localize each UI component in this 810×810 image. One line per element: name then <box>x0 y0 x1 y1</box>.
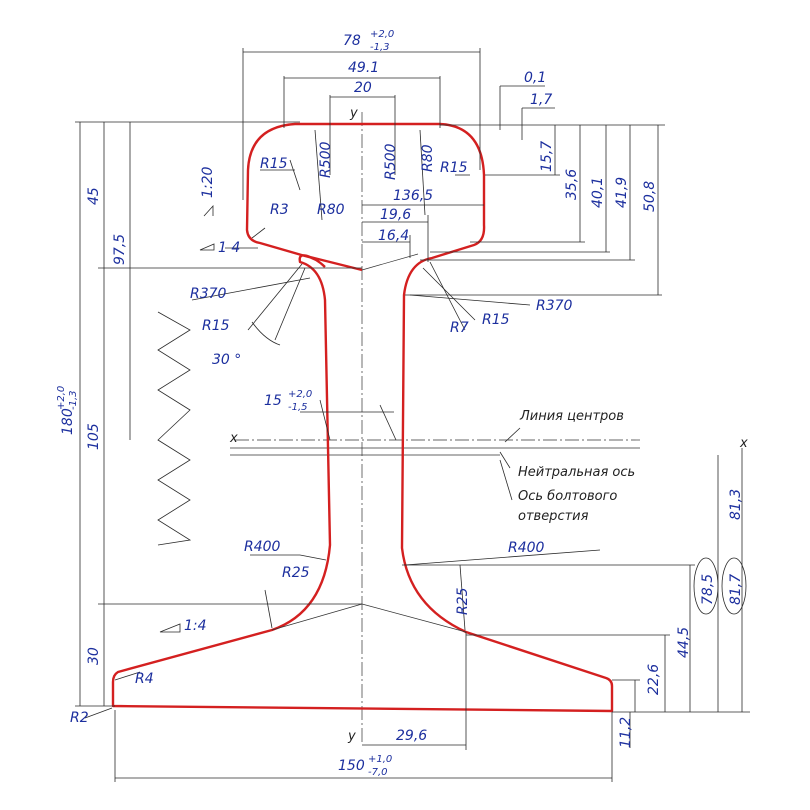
dim-105: 105 <box>86 423 102 450</box>
slope-1-20: 1:20 <box>200 166 216 198</box>
dim-180: 180 <box>60 408 76 435</box>
dim-78-plus: +2,0 <box>370 29 394 40</box>
rail-profile <box>111 122 614 713</box>
head-bottom-right <box>361 253 419 271</box>
dim-40-1: 40,1 <box>590 177 606 208</box>
axis-y-bottom: y <box>347 729 356 744</box>
dim-29-6: 29,6 <box>396 728 427 744</box>
dim-49-1: 49.1 <box>348 60 379 76</box>
axis-y-top: y <box>349 106 358 121</box>
radius-r370-a: R370 <box>190 286 227 302</box>
axis-x-left: x <box>229 431 238 446</box>
foot-top-lines <box>271 603 467 633</box>
radius-r500-b: R500 <box>383 143 399 180</box>
dimension-labels: 78 +2,0 -1,3 49.1 20 0,1 1,7 15,7 35,6 4… <box>56 29 744 778</box>
dim-web-15: 15 <box>264 393 282 409</box>
dim-180-plus: +2,0 <box>56 386 67 410</box>
dim-16-4: 16,4 <box>378 228 409 244</box>
dim-150-minus: -7,0 <box>368 767 388 778</box>
radius-labels: R15 R500 R500 R80 R80 R15 R3 R370 R15 R3… <box>70 141 573 726</box>
dim-1-7: 1,7 <box>530 92 552 108</box>
dim-136-5: 136,5 <box>393 188 433 204</box>
dim-30: 30 <box>86 647 102 665</box>
dim-web-plus: +2,0 <box>288 389 312 400</box>
radius-r400-b: R400 <box>508 540 545 556</box>
angle-30: 30 ° <box>212 352 241 368</box>
dim-19-6: 19,6 <box>380 207 411 223</box>
radius-r15-a: R15 <box>260 156 288 172</box>
axis-labels: x x y y <box>229 106 748 744</box>
legend-bolt-1: Ось болтового <box>518 489 617 504</box>
dim-0-1: 0,1 <box>524 70 546 86</box>
axis-x-right: x <box>739 436 748 451</box>
legend-centers: Линия центров <box>519 409 624 424</box>
dim-97-5: 97,5 <box>112 234 128 265</box>
radius-r80-b: R80 <box>420 144 436 172</box>
axis-legend: Линия центров Нейтральная ось Ось болтов… <box>518 409 635 524</box>
dim-45: 45 <box>86 187 102 205</box>
dim-22-6: 22,6 <box>646 664 662 695</box>
radius-r4: R4 <box>135 671 154 687</box>
radius-r80-a: R80 <box>317 202 345 218</box>
dim-81-3: 81,3 <box>728 489 744 520</box>
dim-150: 150 <box>338 758 365 774</box>
dim-web-minus: -1,5 <box>288 402 308 413</box>
radius-r3: R3 <box>270 202 289 218</box>
dim-78: 78 <box>343 33 361 49</box>
slope-1-4-head-mark <box>199 243 215 251</box>
radius-r15-c: R15 <box>202 318 230 334</box>
radius-r15-b: R15 <box>440 160 468 176</box>
dim-41-9: 41,9 <box>614 177 630 208</box>
slope-1-4-foot-mark <box>159 623 181 633</box>
dim-150-plus: +1,0 <box>368 754 392 765</box>
dim-78-minus: -1,3 <box>370 42 390 53</box>
legend-bolt-2: отверстия <box>518 509 589 524</box>
radius-r370-b: R370 <box>536 298 573 314</box>
dimension-lines <box>75 48 750 782</box>
dim-78-5: 78,5 <box>700 574 716 605</box>
radius-r25-a: R25 <box>282 565 310 581</box>
radius-r25-b: R25 <box>455 587 471 615</box>
slope-1-4-head: 1 4 <box>218 240 240 256</box>
dim-50-8: 50,8 <box>642 181 658 212</box>
radius-r2: R2 <box>70 710 89 726</box>
radius-r400-a: R400 <box>244 539 281 555</box>
dim-180-minus: -1,3 <box>68 390 79 410</box>
radius-r500-a: R500 <box>318 141 334 178</box>
radius-r7: R7 <box>450 320 469 336</box>
dim-20: 20 <box>354 80 372 96</box>
dim-35-6: 35,6 <box>564 169 580 200</box>
dim-11-2: 11,2 <box>618 717 634 748</box>
slope-1-20-mark <box>203 204 214 217</box>
dim-15-7: 15,7 <box>539 141 555 172</box>
radius-r15-d: R15 <box>482 312 510 328</box>
dim-81-7: 81,7 <box>728 574 744 605</box>
dim-44-5: 44,5 <box>676 627 692 658</box>
slope-labels: 1:20 1 4 1:4 30 ° <box>159 166 241 634</box>
slope-1-4-foot: 1:4 <box>184 618 207 634</box>
legend-neutral: Нейтральная ось <box>518 465 635 480</box>
